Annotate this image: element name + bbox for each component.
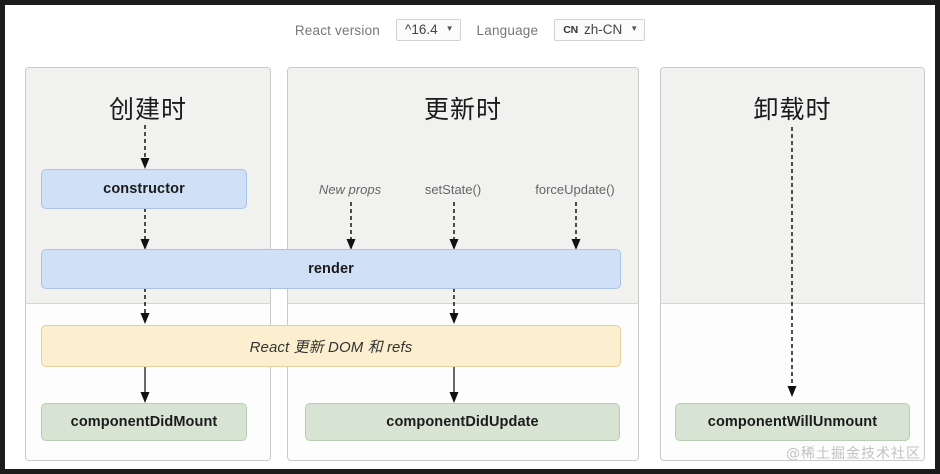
node-react-updates-dom-and-refs[interactable]: React 更新 DOM 和 refs [41, 325, 621, 367]
arrow-title-to-constructor [136, 125, 154, 171]
arrow-setstate-to-render [445, 202, 463, 252]
node-component-did-mount[interactable]: componentDidMount [41, 403, 247, 441]
trigger-set-state: setState() [424, 182, 482, 197]
column-title-mounting: 创建时 [108, 95, 187, 124]
react-version-select[interactable]: ^16.4 ▼ [395, 19, 461, 41]
trigger-force-update: forceUpdate() [535, 182, 615, 197]
language-label: Language [476, 22, 539, 38]
arrow-dom-to-didmount [136, 365, 154, 405]
watermark: @稀土掘金技术社区 [786, 446, 921, 462]
toolbar: React version ^16.4 ▼ Language CN zh-CN … [5, 15, 935, 45]
chevron-down-icon: ▼ [445, 24, 454, 33]
language-select[interactable]: CN zh-CN ▼ [554, 19, 646, 41]
language-value: zh-CN [583, 22, 623, 38]
react-version-value: ^16.4 [404, 22, 438, 38]
node-component-will-unmount[interactable]: componentWillUnmount [675, 403, 910, 441]
node-constructor[interactable]: constructor [41, 169, 247, 209]
arrow-newprops-to-render [342, 202, 360, 252]
cn-flag-icon: CN [563, 23, 578, 36]
chevron-down-icon: ▼ [630, 24, 639, 33]
trigger-new-props: New props [318, 182, 382, 197]
arrow-constructor-to-render [136, 208, 154, 252]
react-version-label: React version [294, 22, 380, 38]
arrow-render-to-dom-right [445, 288, 463, 326]
arrow-render-to-dom-left [136, 288, 154, 326]
column-title-updating: 更新时 [423, 95, 502, 124]
arrow-dom-to-didupdate [445, 365, 463, 405]
column-title-unmounting: 卸载时 [753, 95, 832, 124]
arrow-to-willunmount [783, 127, 801, 399]
node-render[interactable]: render [41, 249, 621, 289]
node-component-did-update[interactable]: componentDidUpdate [305, 403, 620, 441]
arrow-forceupdate-to-render [567, 202, 585, 252]
